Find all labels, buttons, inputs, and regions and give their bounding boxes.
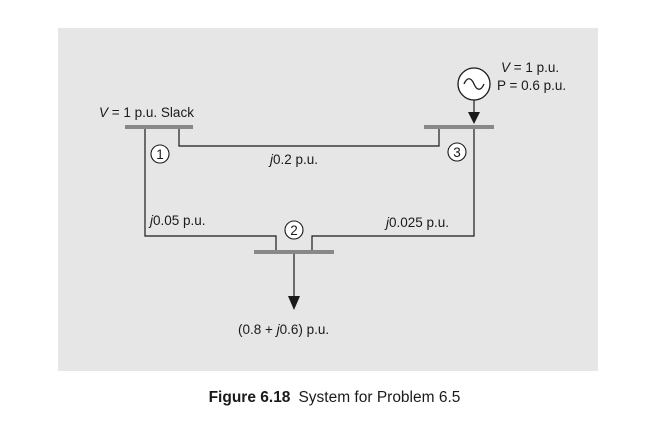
figure-caption: Figure 6.18 System for Problem 6.5 xyxy=(0,389,669,407)
bus-3-number: 3 xyxy=(447,142,467,162)
figure-number: Figure 6.18 xyxy=(208,389,291,406)
generator-arrow-icon xyxy=(468,112,480,124)
bus-3-bar xyxy=(424,125,494,129)
bus-1-label: V = 1 p.u. Slack xyxy=(99,105,194,120)
svg-text:2: 2 xyxy=(290,223,298,238)
line-1-3 xyxy=(178,129,440,147)
bus-1-number: 1 xyxy=(150,144,170,164)
bus-1-bar xyxy=(125,125,193,129)
line-2-3-impedance: j0.025 p.u. xyxy=(384,215,449,230)
generator-power-label: P = 0.6 p.u. xyxy=(497,78,566,93)
line-1-2-impedance: j0.05 p.u. xyxy=(148,213,206,228)
bus-2-bar xyxy=(254,250,334,254)
load-arrow-icon xyxy=(288,296,300,310)
generator-voltage-label: V = 1 p.u. xyxy=(501,60,559,75)
svg-text:3: 3 xyxy=(453,145,461,160)
diagram-panel xyxy=(58,28,598,371)
line-1-3-impedance: j0.2 p.u. xyxy=(268,152,318,167)
line-2-3 xyxy=(311,129,475,250)
figure-title: System for Problem 6.5 xyxy=(298,389,461,406)
load-label: (0.8 + j0.6) p.u. xyxy=(238,322,329,337)
svg-text:1: 1 xyxy=(156,147,164,162)
bus-2-number: 2 xyxy=(284,220,304,240)
generator-icon xyxy=(457,67,491,101)
line-1-2 xyxy=(144,129,277,250)
